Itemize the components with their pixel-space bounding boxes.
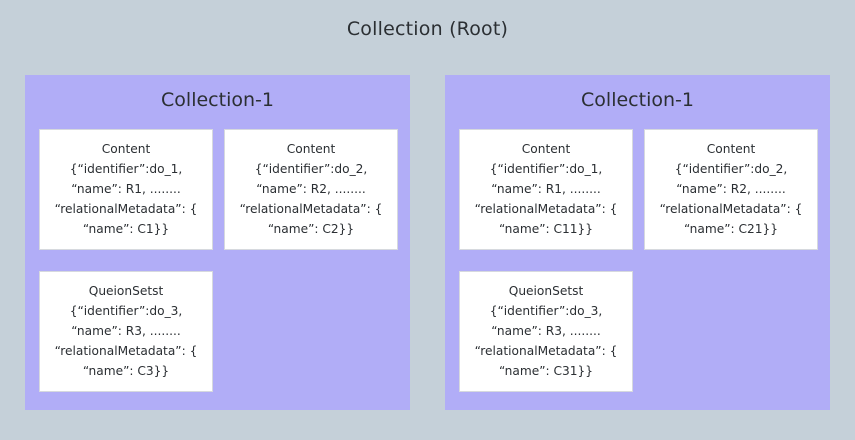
collection-title: Collection-1 (581, 89, 694, 111)
card-line: “name”: R1, ........ (491, 182, 601, 196)
card-line: “relationalMetadata”: { (239, 202, 383, 216)
card-title: Content (286, 142, 336, 156)
card-line: “name”: C11}} (498, 222, 594, 236)
card-title: Content (521, 142, 571, 156)
card-line: {“identifier”:do_3, (69, 304, 183, 318)
root-collection-title: Collection (Root) (346, 18, 509, 40)
card-line: {“identifier”:do_2, (254, 162, 368, 176)
questionset-card: QueionSetst {“identifier”:do_3, “name”: … (39, 271, 213, 392)
card-line: {“identifier”:do_2, (674, 162, 788, 176)
questionset-card: QueionSetst {“identifier”:do_3, “name”: … (459, 271, 633, 392)
card-line: “relationalMetadata”: { (54, 344, 198, 358)
card-line: {“identifier”:do_1, (489, 162, 603, 176)
card-line: “name”: C31}} (498, 364, 594, 378)
card-line: “name”: C3}} (82, 364, 170, 378)
card-line: {“identifier”:do_1, (69, 162, 183, 176)
collection-box-left: Collection-1 Content {“identifier”:do_1,… (25, 75, 410, 410)
card-line: “name”: R2, ........ (676, 182, 786, 196)
content-card: Content {“identifier”:do_1, “name”: R1, … (39, 129, 213, 250)
card-line: “name”: C2}} (267, 222, 355, 236)
card-line: “name”: C21}} (683, 222, 779, 236)
content-card: Content {“identifier”:do_2, “name”: R2, … (644, 129, 818, 250)
card-line: “relationalMetadata”: { (474, 344, 618, 358)
card-line: “name”: R1, ........ (71, 182, 181, 196)
card-line: “name”: C1}} (82, 222, 170, 236)
card-line: “relationalMetadata”: { (659, 202, 803, 216)
collection-title: Collection-1 (161, 89, 274, 111)
card-line: “relationalMetadata”: { (474, 202, 618, 216)
content-card: Content {“identifier”:do_2, “name”: R2, … (224, 129, 398, 250)
card-line: “name”: R2, ........ (256, 182, 366, 196)
card-line: {“identifier”:do_3, (489, 304, 603, 318)
content-card: Content {“identifier”:do_1, “name”: R1, … (459, 129, 633, 250)
card-title: QueionSetst (88, 284, 164, 298)
card-line: “name”: R3, ........ (491, 324, 601, 338)
card-title: Content (101, 142, 151, 156)
card-line: “name”: R3, ........ (71, 324, 181, 338)
card-title: Content (706, 142, 756, 156)
card-line: “relationalMetadata”: { (54, 202, 198, 216)
card-title: QueionSetst (508, 284, 584, 298)
collection-box-right: Collection-1 Content {“identifier”:do_1,… (445, 75, 830, 410)
